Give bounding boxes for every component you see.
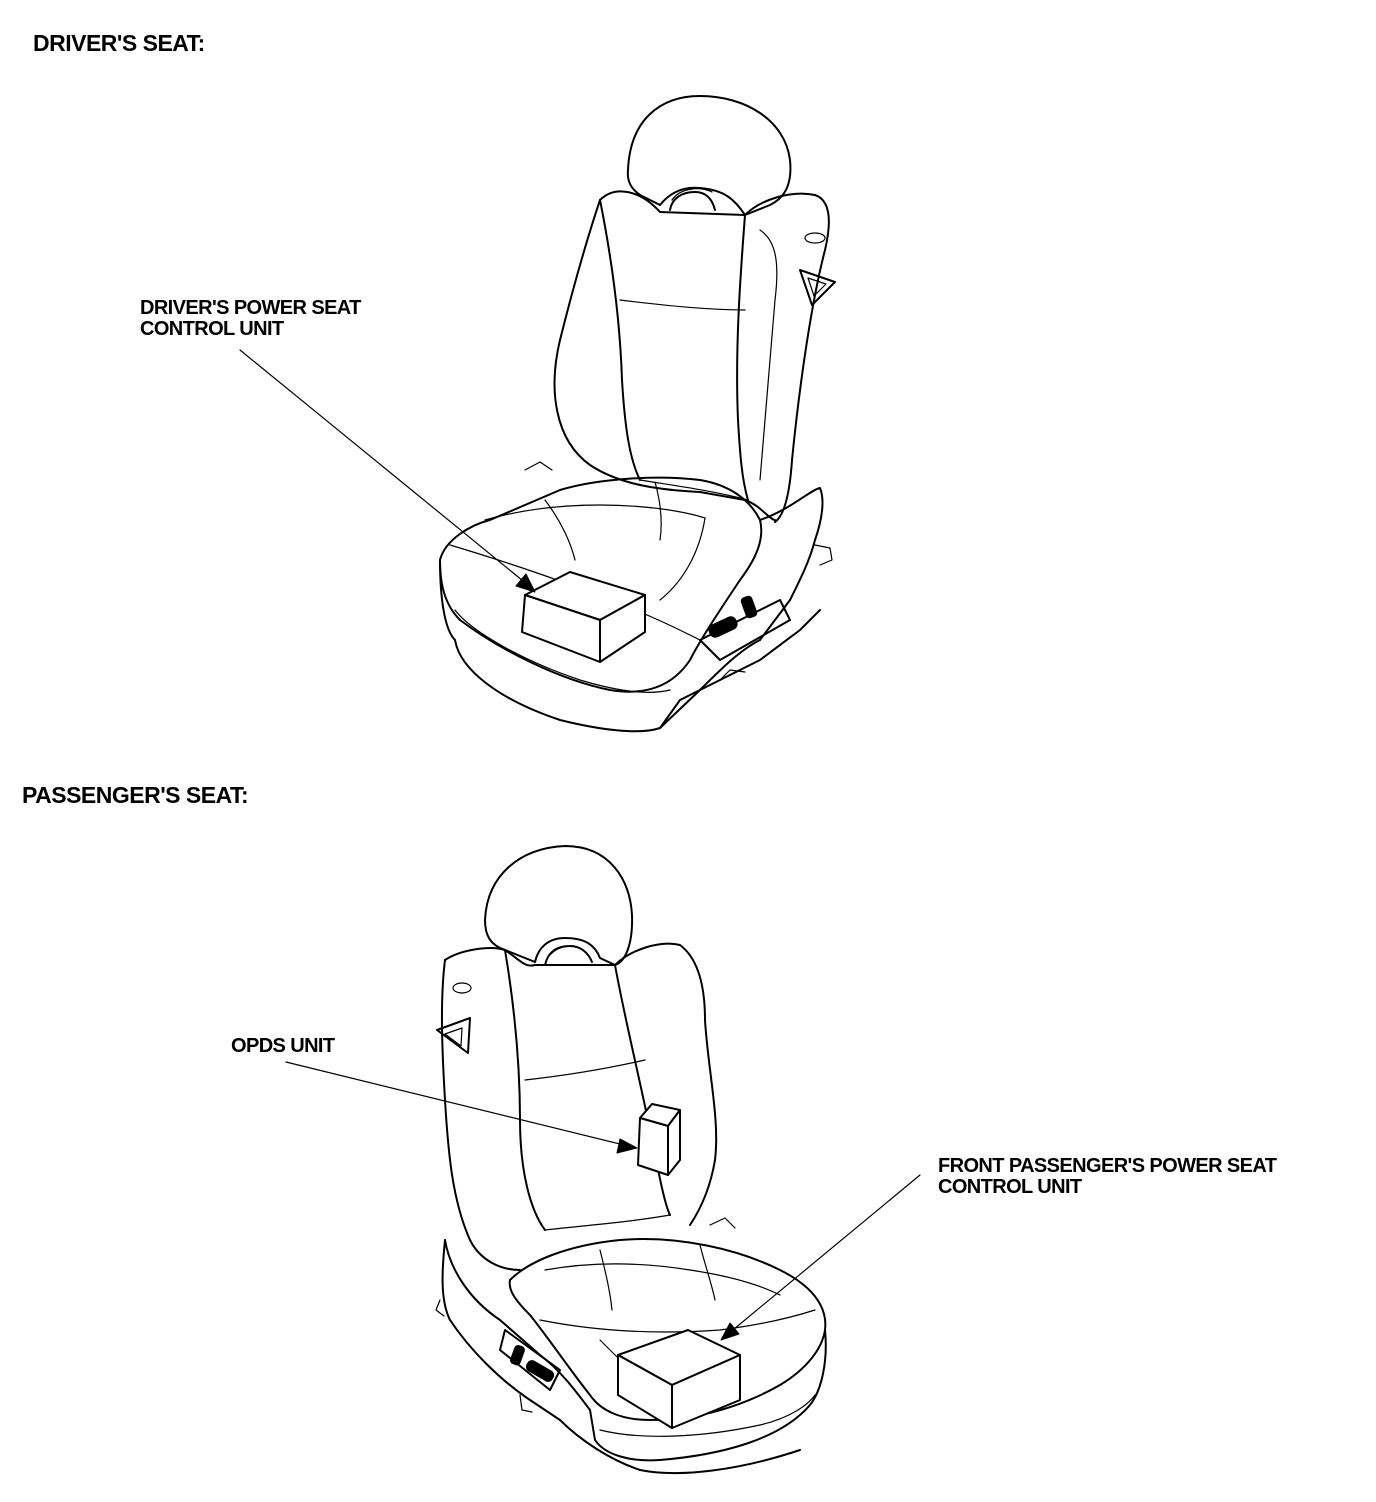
passengers-seat-illustration xyxy=(285,845,921,1475)
front-passengers-power-seat-control-unit-box xyxy=(617,1329,741,1429)
passenger-callout-line1: FRONT PASSENGER'S POWER SEAT xyxy=(938,1155,1277,1177)
drivers-power-seat-control-unit-label: DRIVER'S POWER SEAT CONTROL UNIT xyxy=(140,298,361,340)
drivers-power-seat-control-unit-box xyxy=(521,571,646,663)
front-passengers-power-seat-control-unit-label: FRONT PASSENGER'S POWER SEAT CONTROL UNI… xyxy=(938,1155,1277,1198)
opds-unit-label: OPDS UNIT xyxy=(231,1035,335,1057)
drivers-callout-line2: CONTROL UNIT xyxy=(140,318,284,340)
passengers-seat-heading: PASSENGER'S SEAT: xyxy=(22,782,249,808)
drivers-callout-line1: DRIVER'S POWER SEAT xyxy=(140,297,361,319)
passenger-callout-line2: CONTROL UNIT xyxy=(938,1176,1082,1198)
opds-unit-box xyxy=(637,1103,681,1176)
drivers-seat-illustration xyxy=(239,95,836,733)
drivers-seat-heading: DRIVER'S SEAT: xyxy=(33,30,205,56)
